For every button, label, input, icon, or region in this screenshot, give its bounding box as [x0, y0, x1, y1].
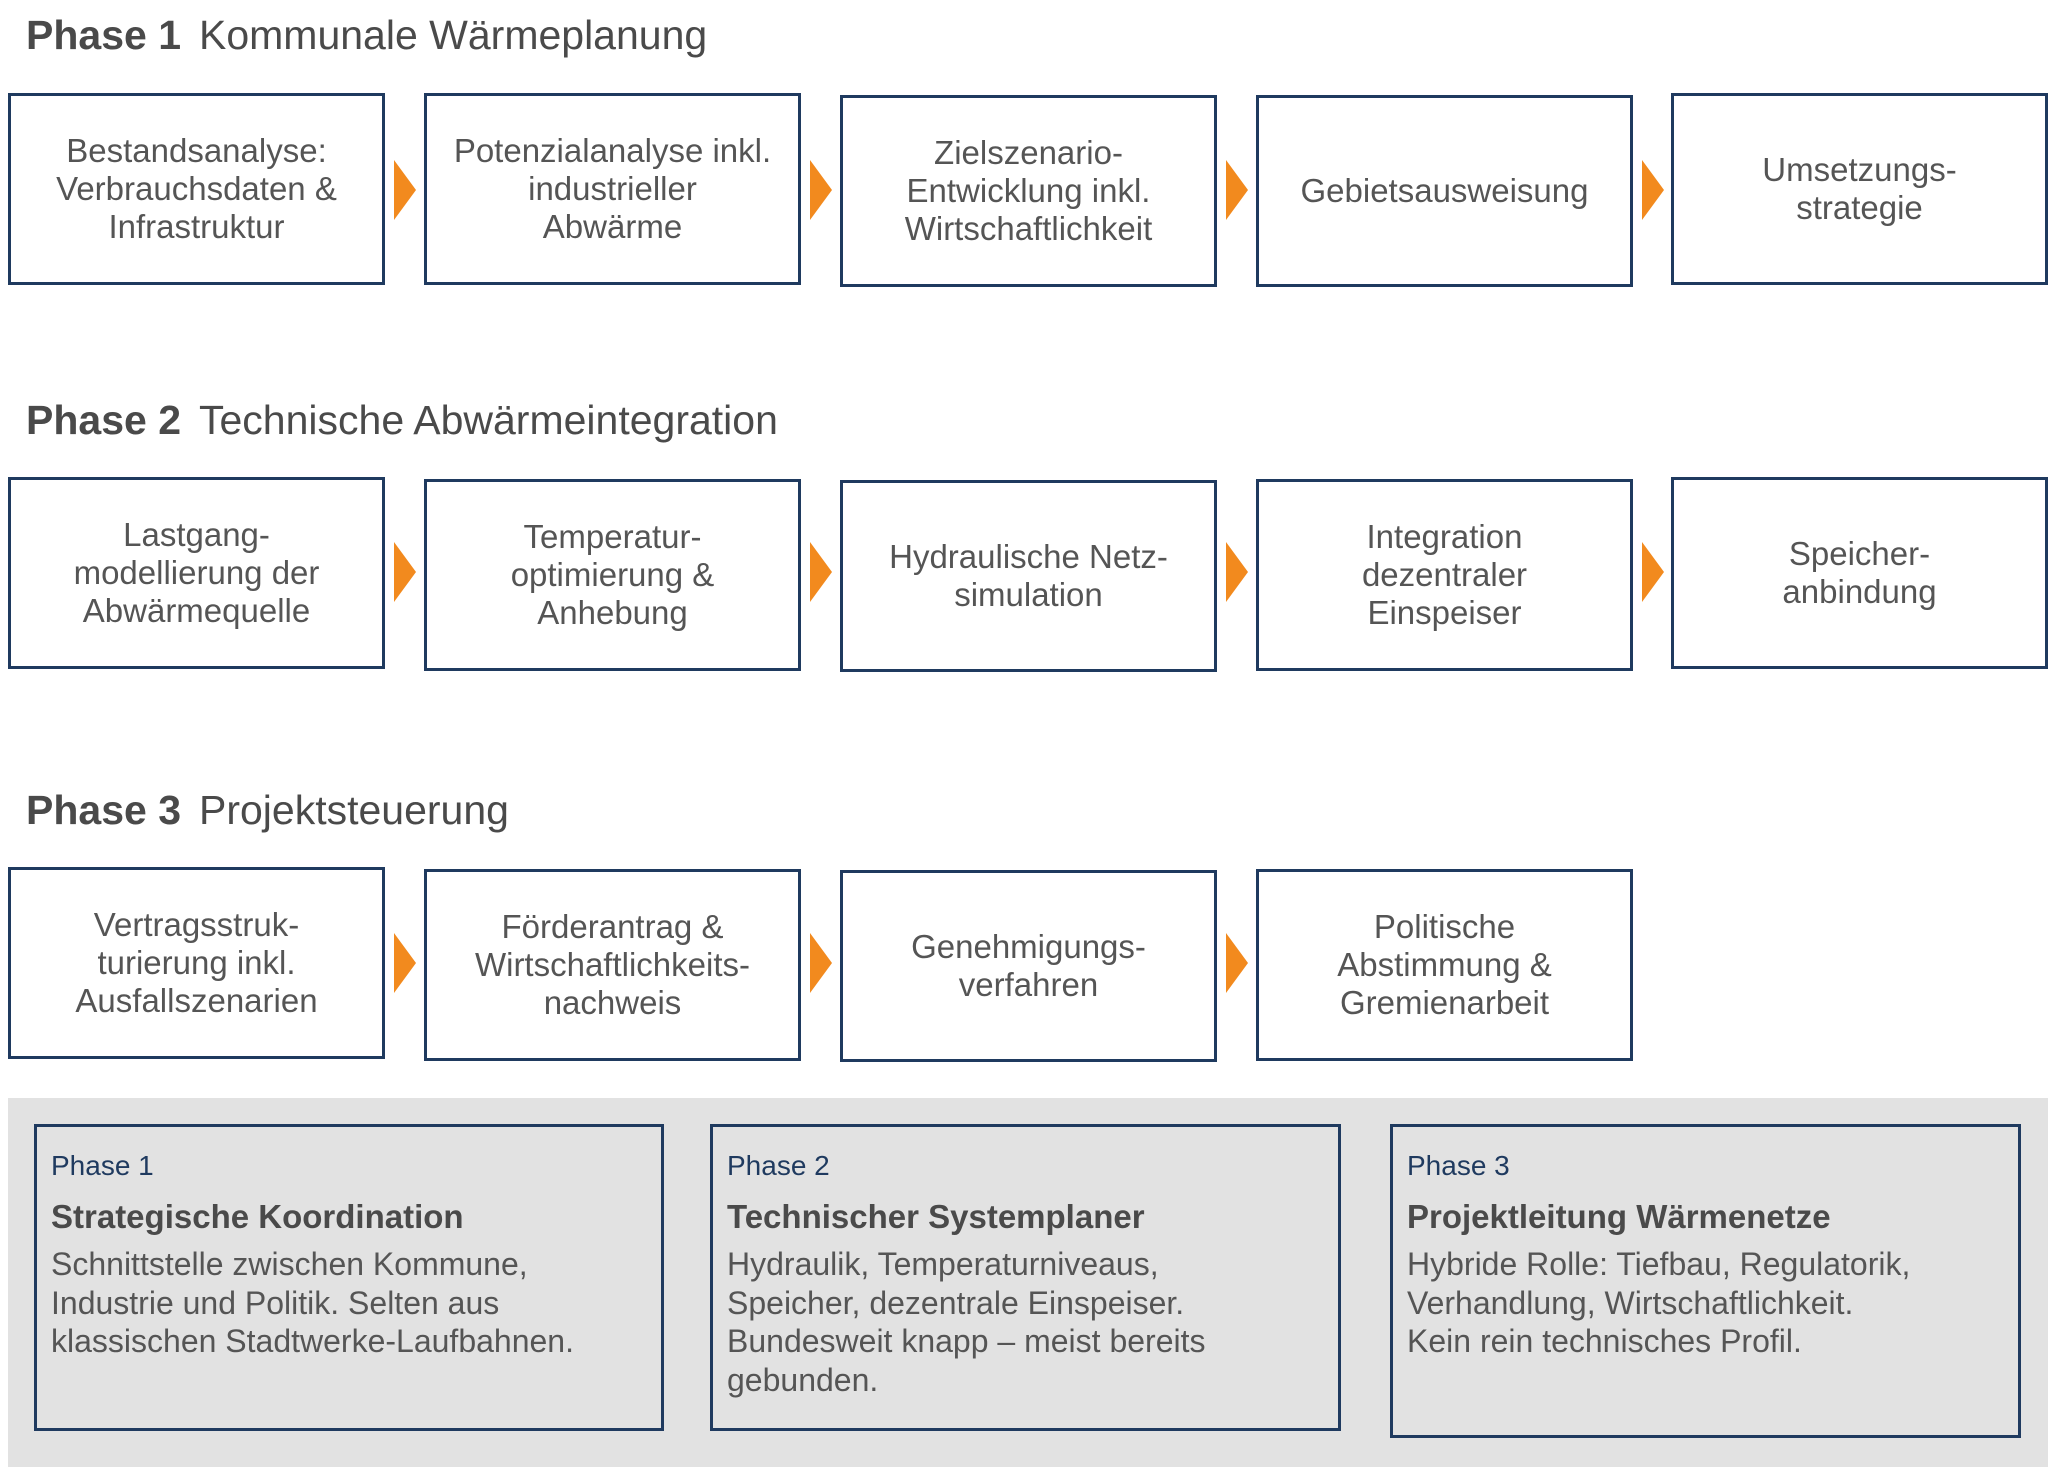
role-card-phase-label: Phase 2: [727, 1150, 830, 1181]
role-card-title: Projektleitung Wärmenetze: [1407, 1198, 1831, 1235]
phase-2-heading: Phase 2 Technische Abwärmeintegration: [26, 397, 778, 444]
role-card-phase-label: Phase 1: [51, 1150, 154, 1181]
phase-2-step-1: Lastgang- modellierung der Abwärmequelle: [8, 477, 385, 669]
phase-2-name: Technische Abwärmeintegration: [199, 397, 778, 443]
phase-3-step-1: Vertragsstruk- turierung inkl. Ausfallsz…: [8, 867, 385, 1059]
role-card-description: Schnittstelle zwischen Kommune, Industri…: [51, 1246, 574, 1359]
phase-1-heading: Phase 1 Kommunale Wärmeplanung: [26, 12, 707, 59]
phase-2-step-4: Integration dezentraler Einspeiser: [1256, 479, 1633, 671]
phase-1-step-4: Gebietsausweisung: [1256, 95, 1633, 287]
phase-2-step-3: Hydraulische Netz- simulation: [840, 480, 1217, 672]
role-card-phase-2: Phase 2 Technischer Systemplaner Hydraul…: [710, 1124, 1341, 1431]
phase-3-step-3: Genehmigungs- verfahren: [840, 870, 1217, 1062]
chevron-right-icon: [1226, 542, 1248, 602]
phase-1-step-2: Potenzialanalyse inkl. industrieller Abw…: [424, 93, 801, 285]
role-card-description: Hydraulik, Temperaturniveaus, Speicher, …: [727, 1246, 1206, 1398]
role-card-title: Strategische Koordination: [51, 1198, 464, 1235]
phase-1-step-5: Umsetzungs- strategie: [1671, 93, 2048, 285]
role-card-phase-3: Phase 3 Projektleitung Wärmenetze Hybrid…: [1390, 1124, 2021, 1438]
phase-3-step-4: Politische Abstimmung & Gremienarbeit: [1256, 869, 1633, 1061]
chevron-right-icon: [394, 542, 416, 602]
phase-3-heading: Phase 3 Projektsteuerung: [26, 787, 509, 834]
phase-3-number: Phase 3: [26, 787, 181, 833]
phase-1-step-1: Bestandsanalyse: Verbrauchsdaten & Infra…: [8, 93, 385, 285]
phase-3-step-2: Förderantrag & Wirtschaftlichkeits- nach…: [424, 869, 801, 1061]
chevron-right-icon: [810, 933, 832, 993]
phase-3-name: Projektsteuerung: [199, 787, 509, 833]
phase-2-number: Phase 2: [26, 397, 181, 443]
role-card-description: Hybride Rolle: Tiefbau, Regulatorik, Ver…: [1407, 1246, 1911, 1359]
chevron-right-icon: [394, 933, 416, 993]
role-card-phase-1: Phase 1 Strategische Koordination Schnit…: [34, 1124, 664, 1431]
phase-1-name: Kommunale Wärmeplanung: [199, 12, 708, 58]
chevron-right-icon: [394, 160, 416, 220]
phase-2-step-2: Temperatur- optimierung & Anhebung: [424, 479, 801, 671]
role-card-title: Technischer Systemplaner: [727, 1198, 1145, 1235]
phase-2-step-5: Speicher- anbindung: [1671, 477, 2048, 669]
chevron-right-icon: [1226, 160, 1248, 220]
role-card-phase-label: Phase 3: [1407, 1150, 1510, 1181]
chevron-right-icon: [1642, 542, 1664, 602]
chevron-right-icon: [1642, 160, 1664, 220]
phase-1-step-3: Zielszenario- Entwicklung inkl. Wirtscha…: [840, 95, 1217, 287]
phase-1-number: Phase 1: [26, 12, 181, 58]
chevron-right-icon: [810, 542, 832, 602]
chevron-right-icon: [810, 160, 832, 220]
chevron-right-icon: [1226, 933, 1248, 993]
